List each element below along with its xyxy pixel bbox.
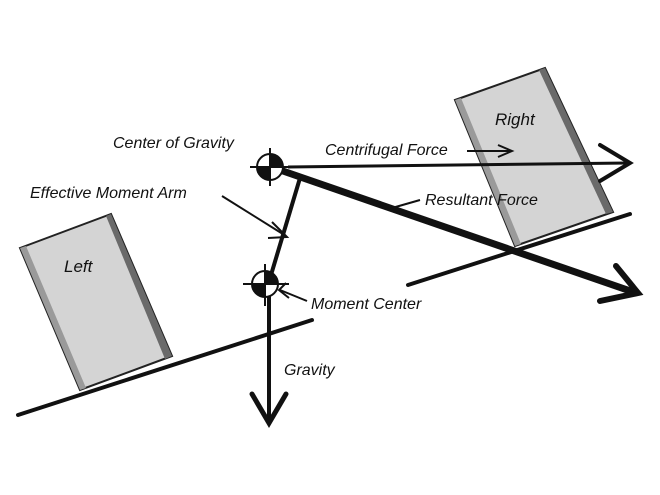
left-tire-label: Left	[64, 257, 94, 276]
centrifugal-force-arrow	[287, 143, 634, 183]
gravity-label: Gravity	[284, 362, 336, 379]
effective-moment-arm-label: Effective Moment Arm	[30, 185, 187, 202]
moment-arm-pointer	[221, 195, 290, 239]
centrifugal-label-pointer-head	[497, 144, 515, 158]
left-ground-line	[16, 318, 314, 417]
right-tire: Right	[453, 66, 615, 248]
moment-center-symbol	[243, 264, 289, 306]
moment-center-label: Moment Center	[311, 296, 422, 313]
resultant-force-arrow	[278, 166, 644, 304]
moment-arm-line	[266, 177, 302, 286]
center-of-gravity-symbol	[250, 148, 292, 186]
moment-center-pointer	[277, 282, 308, 302]
gravity-arrow	[249, 285, 289, 428]
right-tire-label: Right	[495, 110, 536, 129]
resultant-force-label: Resultant Force	[425, 192, 538, 209]
left-tire: Left	[18, 212, 174, 392]
centrifugal-force-label: Centrifugal Force	[325, 142, 448, 159]
resultant-label-pointer	[391, 199, 421, 209]
center-of-gravity-label: Center of Gravity	[113, 135, 235, 152]
